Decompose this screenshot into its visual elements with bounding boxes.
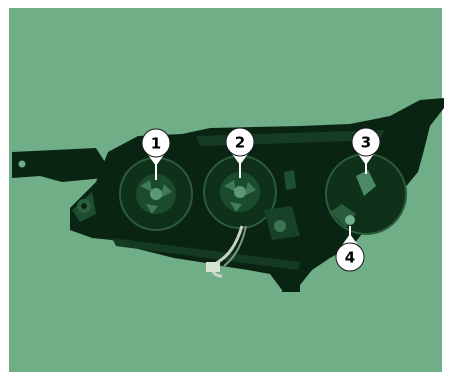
bottom-mount <box>282 270 300 292</box>
wire-connector <box>206 262 220 272</box>
callout-2-label: 2 <box>235 134 245 152</box>
callout-1-label: 1 <box>151 135 161 153</box>
mounting-bracket <box>12 148 110 182</box>
callout-3-label: 3 <box>361 134 371 152</box>
housing-clip <box>284 170 296 190</box>
callout-4-label: 4 <box>345 249 355 267</box>
bulb-socket-1-center <box>150 188 162 200</box>
bracket-hole <box>19 161 26 168</box>
bulb-socket-2-center <box>234 186 246 198</box>
adjust-screw-center <box>81 203 87 209</box>
connector-plug <box>274 220 286 232</box>
bulb-socket-4-center <box>345 215 355 225</box>
